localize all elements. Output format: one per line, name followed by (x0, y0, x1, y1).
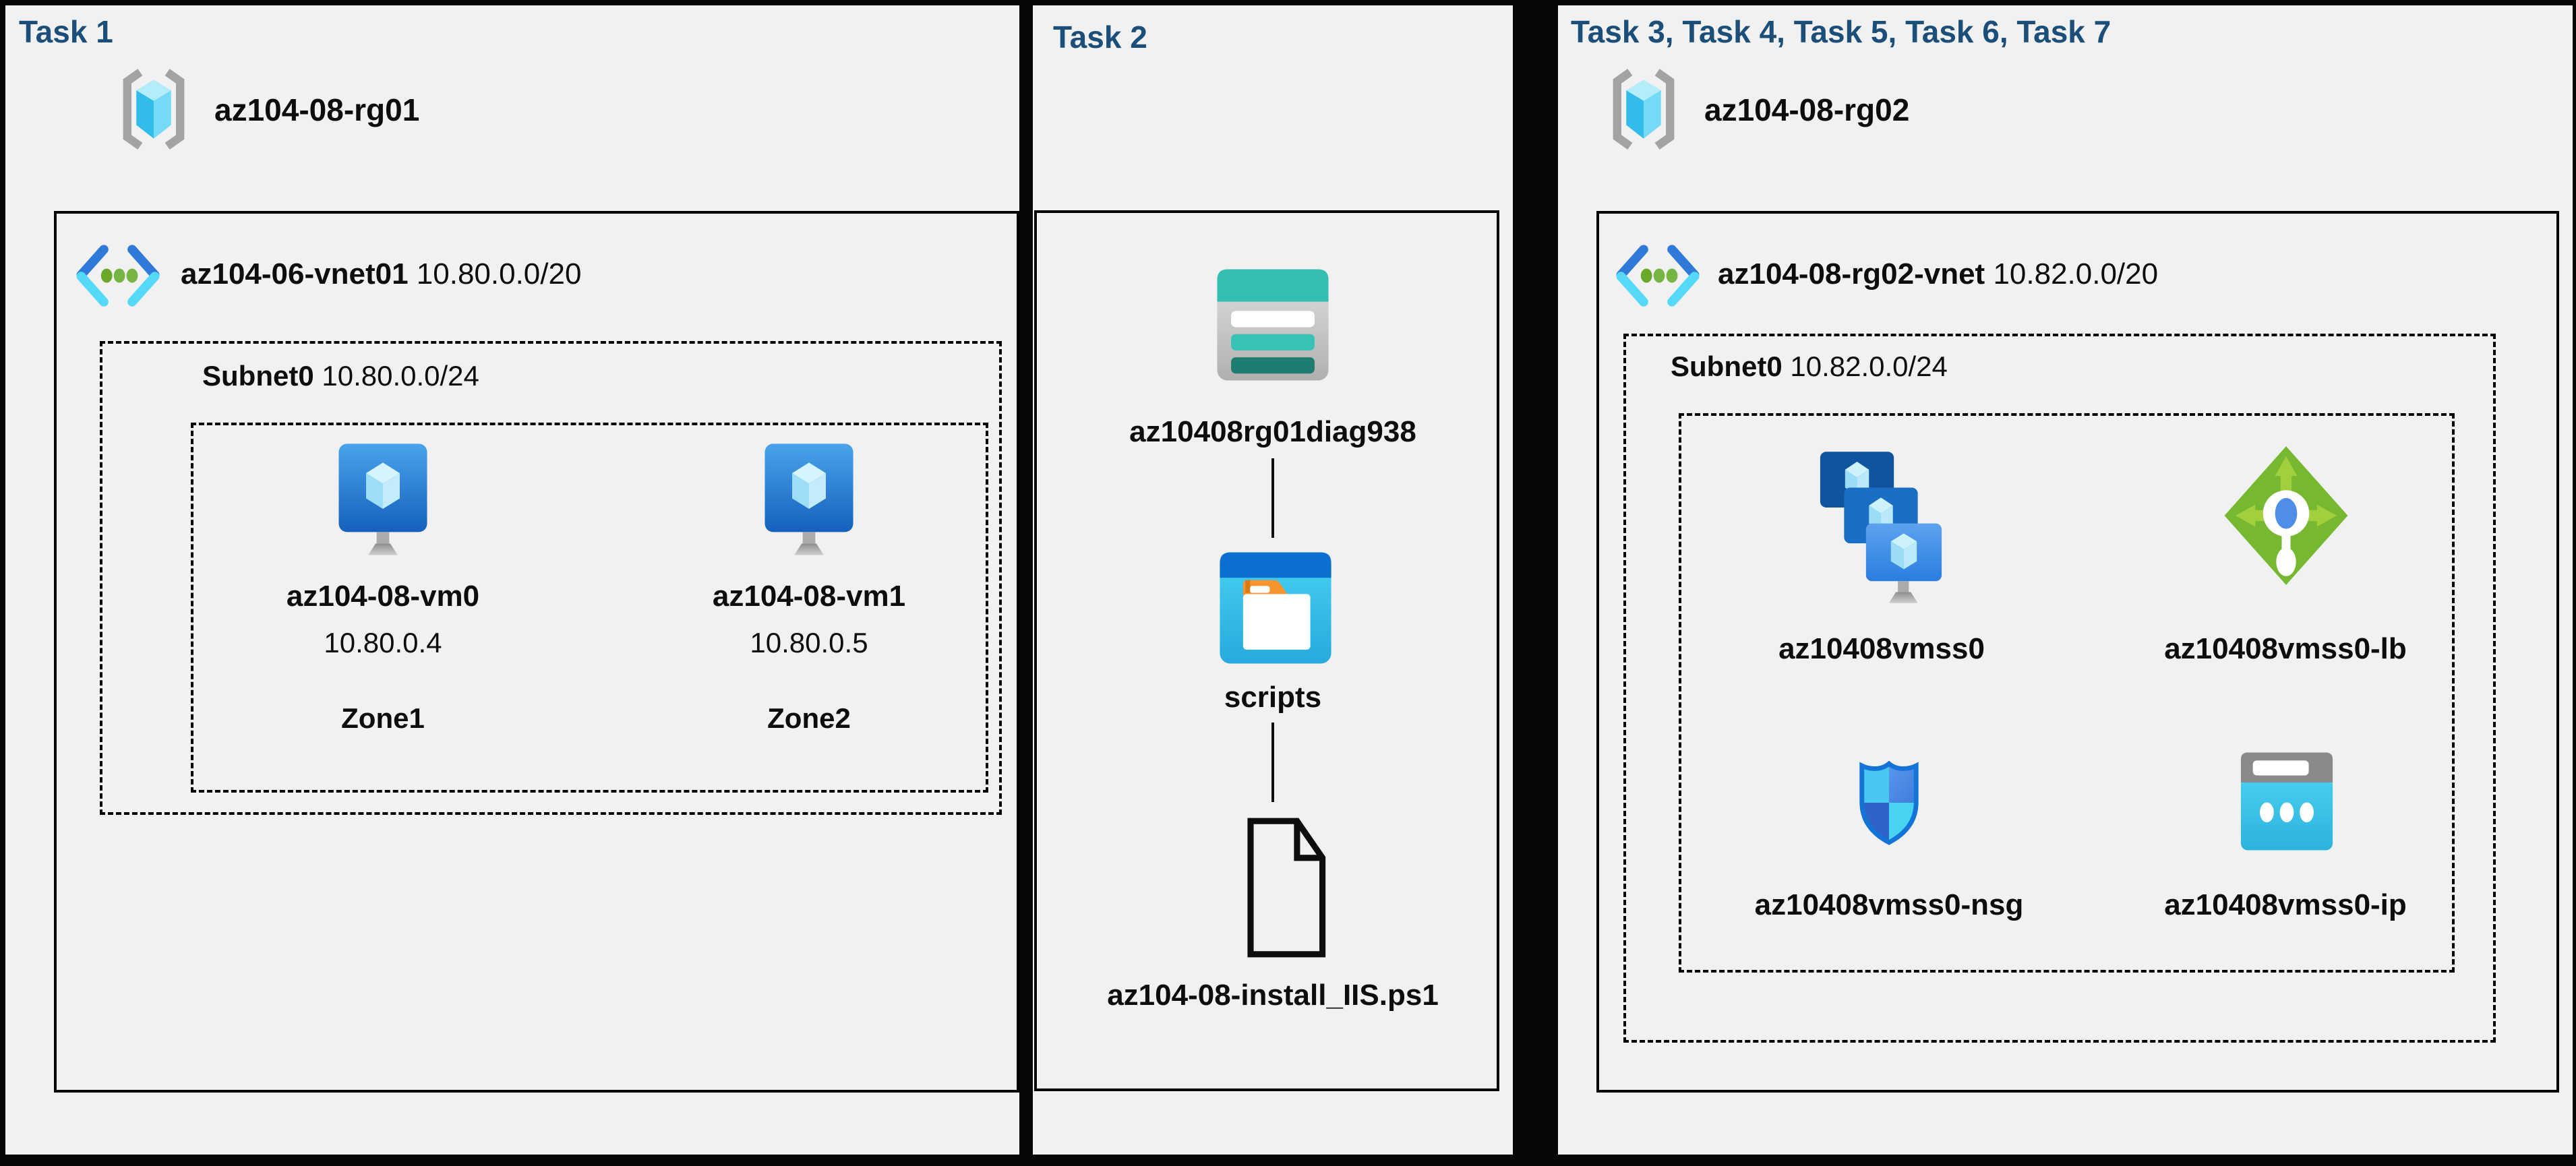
tasks3-7-heading: Task 3, Task 4, Task 5, Task 6, Task 7 (1571, 14, 2111, 49)
subnet1-box (100, 341, 1002, 815)
script-file-name: az104-08-install_IIS.ps1 (1107, 979, 1439, 1012)
subnet2-box (1623, 334, 2496, 1043)
panel-task1 (5, 5, 1019, 1155)
resource-group-icon (123, 69, 185, 150)
nsg-name: az10408vmss0-nsg (1754, 888, 2024, 921)
storage-account-name: az10408rg01diag938 (1129, 415, 1416, 448)
vmss-name: az10408vmss0 (1778, 632, 1985, 665)
vnet2-name: az104-08-rg02-vnet (1718, 257, 1985, 290)
subnet2-label: Subnet0 10.82.0.0/24 (1671, 350, 1948, 383)
vm-scale-set-icon (1820, 452, 1942, 603)
vnet2-box (1596, 211, 2559, 1093)
storage-account-icon (1217, 269, 1329, 381)
vm0-ip: 10.80.0.4 (324, 627, 442, 658)
resource-group-name: az104-08-rg01 (214, 92, 420, 127)
virtual-network-icon (76, 245, 160, 307)
vm1-ip: 10.80.0.5 (750, 627, 868, 658)
subnet1-cidr: 10.80.0.0/24 (322, 360, 479, 392)
resource-group2-name: az104-08-rg02 (1704, 92, 1910, 127)
load-balancer-name: az10408vmss0-lb (2164, 632, 2407, 665)
vnet1-box (54, 211, 1019, 1093)
resource-group-icon (1613, 69, 1675, 150)
task2-box (1034, 210, 1499, 1091)
vnet1-label: az104-06-vnet01 10.80.0.0/20 (181, 257, 581, 291)
network-security-group-icon (1859, 760, 1919, 845)
connector-storage-scripts (1271, 458, 1274, 538)
load-balancer-icon (2224, 446, 2348, 585)
vmss-group-box (1679, 413, 2455, 973)
vnet1-cidr: 10.80.0.0/20 (416, 257, 582, 290)
panel-tasks3-7 (1558, 5, 2573, 1155)
vm0-zone: Zone1 (341, 702, 425, 734)
task1-heading: Task 1 (19, 14, 113, 49)
vm-group-box (191, 423, 988, 793)
script-file-icon (1247, 818, 1326, 958)
blob-container-icon (1220, 552, 1331, 664)
virtual-machine-icon (765, 443, 853, 555)
vnet2-cidr: 10.82.0.0/20 (1993, 257, 2159, 290)
vnet2-label: az104-08-rg02-vnet 10.82.0.0/20 (1718, 257, 2158, 291)
virtual-network-icon (1616, 245, 1700, 307)
subnet1-label: Subnet0 10.80.0.0/24 (202, 360, 479, 392)
vm1-name: az104-08-vm1 (712, 580, 906, 613)
subnet2-name: Subnet0 (1671, 350, 1783, 382)
task2-heading: Task 2 (1053, 20, 1147, 55)
vm1-zone: Zone2 (767, 702, 851, 734)
vnet1-name: az104-06-vnet01 (181, 257, 409, 290)
subnet2-cidr: 10.82.0.0/24 (1790, 350, 1948, 382)
vm0-name: az104-08-vm0 (286, 580, 480, 613)
virtual-machine-icon (338, 443, 427, 555)
public-ip-name: az10408vmss0-ip (2164, 888, 2407, 921)
public-ip-icon (2240, 752, 2333, 851)
subnet1-name: Subnet0 (202, 360, 314, 392)
connector-scripts-file (1271, 723, 1274, 802)
container-name: scripts (1224, 681, 1322, 714)
